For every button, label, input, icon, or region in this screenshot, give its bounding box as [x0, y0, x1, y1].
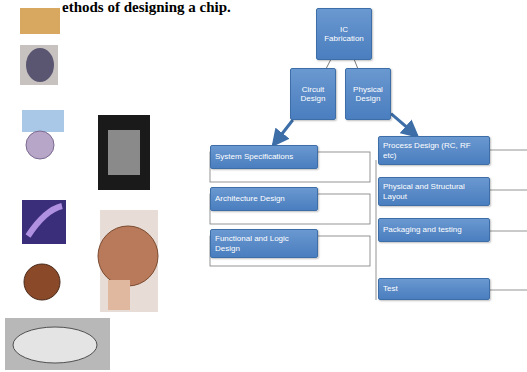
wafer-photo — [28, 206, 62, 236]
process-box: Test — [378, 278, 490, 300]
block-arrow — [391, 114, 417, 136]
node-label: Physical and Structural Layout — [379, 179, 489, 203]
node-label: Functional and Logic Design — [211, 231, 317, 255]
machine-photo — [5, 318, 110, 370]
machine-photo — [13, 327, 97, 363]
node-label: Test — [379, 281, 402, 296]
chip-photo — [98, 115, 150, 190]
wafer-photo — [20, 45, 58, 85]
wafer-photo — [24, 264, 60, 300]
connector-line — [326, 60, 330, 68]
connector-line — [354, 60, 357, 68]
branch-box: Circuit Design — [290, 68, 336, 120]
hand — [108, 280, 130, 310]
rule-line — [490, 190, 527, 191]
wafer-photo — [22, 200, 66, 244]
wafer-photo — [22, 110, 64, 132]
process-box: Architecture Design — [210, 187, 318, 211]
node-label: Circuit Design — [291, 82, 335, 106]
block-arrow — [273, 120, 292, 145]
process-box: Physical and Structural Layout — [378, 177, 490, 206]
rule-line — [490, 150, 527, 151]
wafer-photo — [20, 8, 60, 34]
process-box: Functional and Logic Design — [210, 229, 318, 258]
node-label: IC Fabrication — [317, 22, 371, 46]
wafer-photo — [26, 131, 54, 159]
wafer-photo — [26, 48, 54, 82]
wafer-photo — [98, 226, 158, 286]
node-label: Physical Design — [346, 82, 390, 106]
rule-line — [490, 231, 527, 232]
node-label: Packaging and testing — [379, 222, 466, 237]
node-label: System Specifications — [211, 149, 297, 164]
process-box: System Specifications — [210, 145, 318, 169]
root-box: IC Fabrication — [316, 8, 372, 60]
process-box: Process Design (RC, RF etc) — [378, 136, 490, 165]
rule-line — [376, 160, 377, 300]
node-label: Architecture Design — [211, 191, 289, 206]
branch-box: Physical Design — [345, 68, 391, 120]
process-box: Packaging and testing — [378, 218, 490, 242]
chip-photo — [108, 130, 140, 175]
rule-line — [490, 290, 527, 291]
node-label: Process Design (RC, RF etc) — [379, 138, 489, 162]
heading: ethods of designing a chip. — [62, 0, 231, 15]
